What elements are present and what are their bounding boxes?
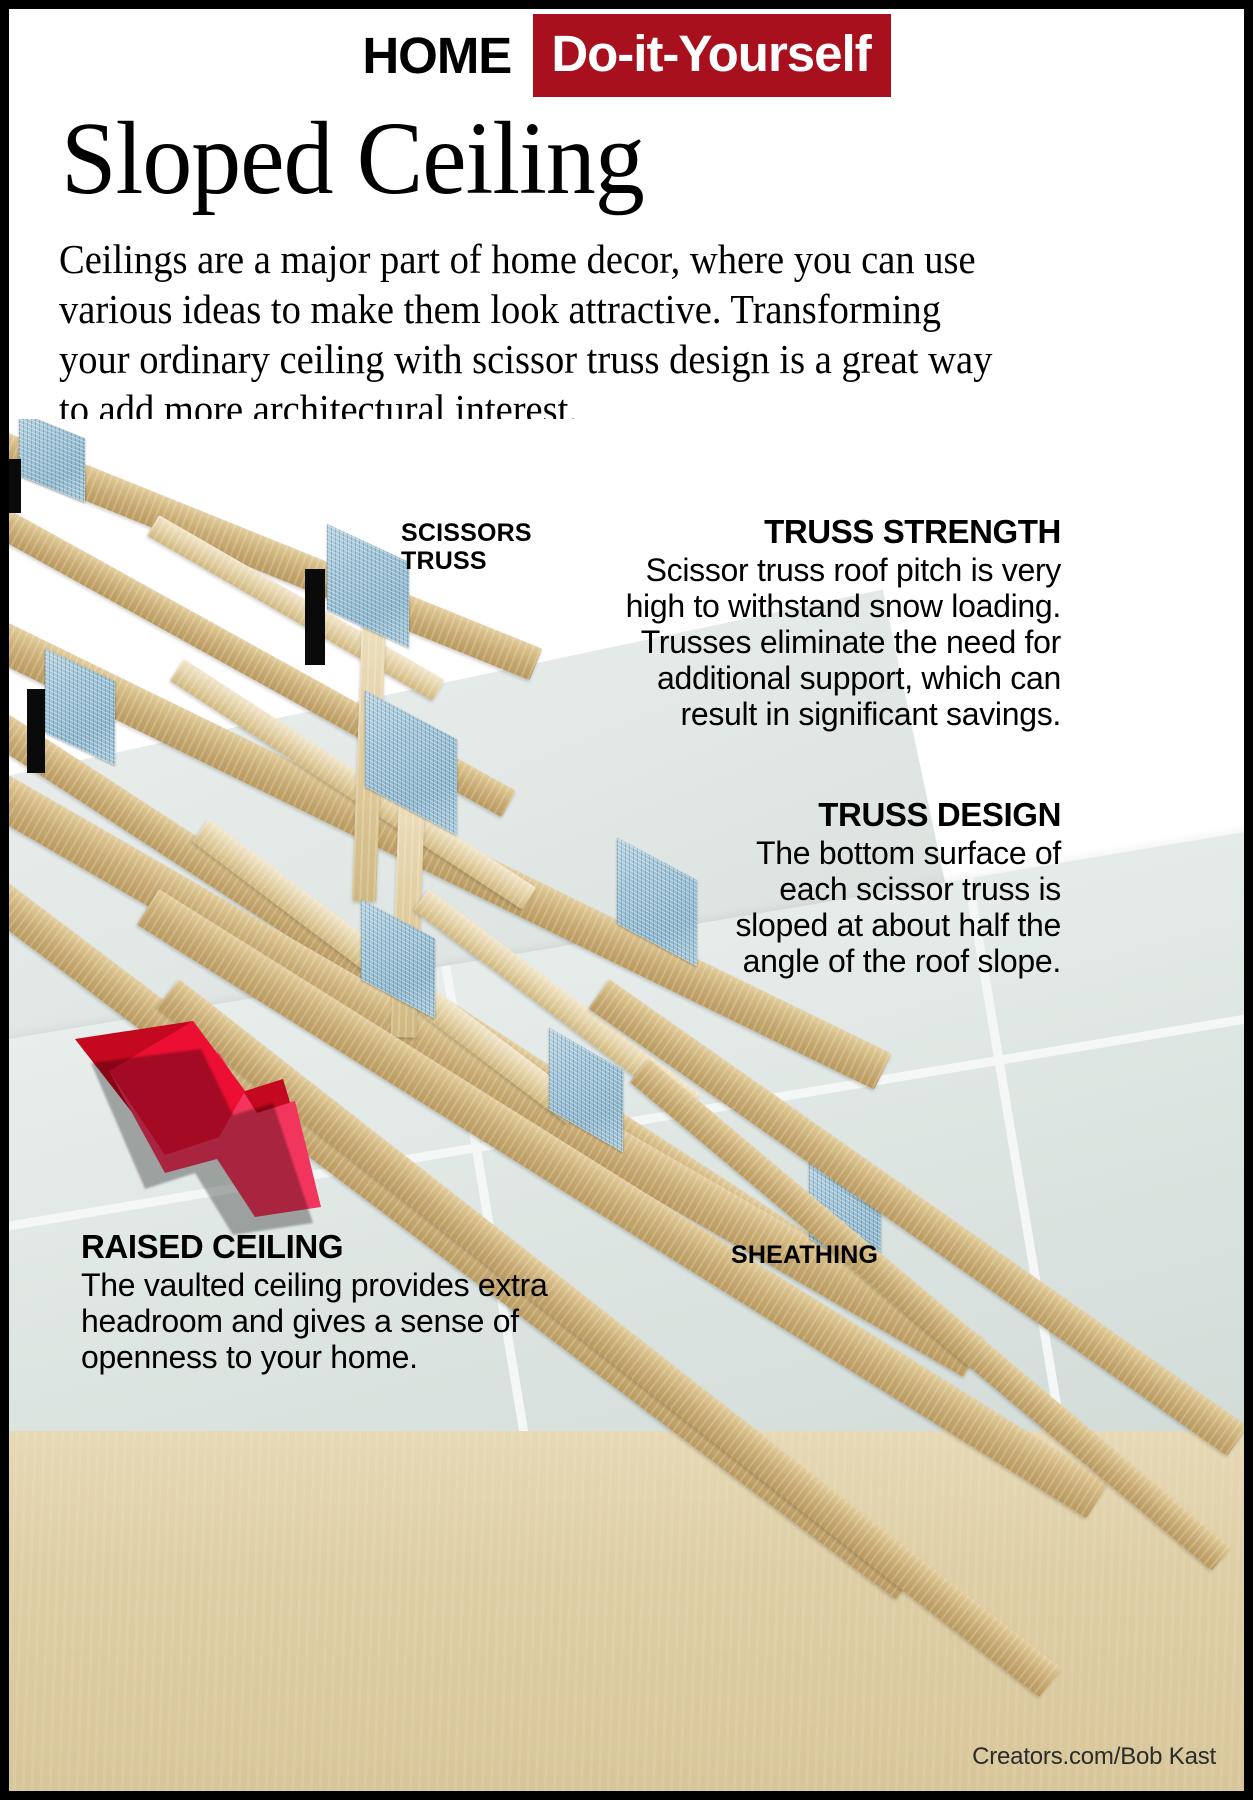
callout-raised-ceiling: RAISED CEILING The vaulted ceiling provi… xyxy=(81,1229,601,1375)
callout-truss-design: TRUSS DESIGN The bottom surface of each … xyxy=(709,797,1061,979)
callout-body: The vaulted ceiling provides extra headr… xyxy=(81,1266,548,1375)
intro-paragraph: Ceilings are a major part of home decor,… xyxy=(59,236,993,433)
truss-shadow-block xyxy=(9,459,21,513)
callout-heading: TRUSS STRENGTH xyxy=(764,513,1061,550)
callout-heading: RAISED CEILING xyxy=(81,1228,344,1265)
header-banner: HOME Do-it-Yourself xyxy=(9,9,1244,101)
label-scissors-truss-line2: TRUSS xyxy=(401,547,487,575)
truss-shadow-block xyxy=(305,569,325,665)
callout-body: The bottom surface of each scissor truss… xyxy=(735,834,1061,980)
label-sheathing: SHEATHING xyxy=(731,1241,879,1269)
subfloor-plane xyxy=(9,1431,1244,1791)
kicker-home-label: HOME xyxy=(362,26,512,84)
credit-line: Creators.com/Bob Kast xyxy=(972,1743,1216,1770)
page-title: Sloped Ceiling xyxy=(61,101,645,216)
truss-illustration: SCISSORS TRUSS SHEATHING TRUSS STRENGTH … xyxy=(9,419,1244,1791)
callout-truss-strength: TRUSS STRENGTH Scissor truss roof pitch … xyxy=(609,513,1062,733)
kicker-diy-label: Do-it-Yourself xyxy=(533,13,891,97)
truss-shadow-block xyxy=(27,689,45,773)
gusset-plate xyxy=(19,419,85,503)
callout-body: Scissor truss roof pitch is very high to… xyxy=(625,551,1062,733)
raised-ceiling-arrow xyxy=(69,1009,429,1239)
label-scissors-truss: SCISSORS TRUSS xyxy=(401,519,532,575)
label-scissors-truss-line1: SCISSORS xyxy=(401,519,532,547)
callout-heading: TRUSS DESIGN xyxy=(818,796,1061,833)
